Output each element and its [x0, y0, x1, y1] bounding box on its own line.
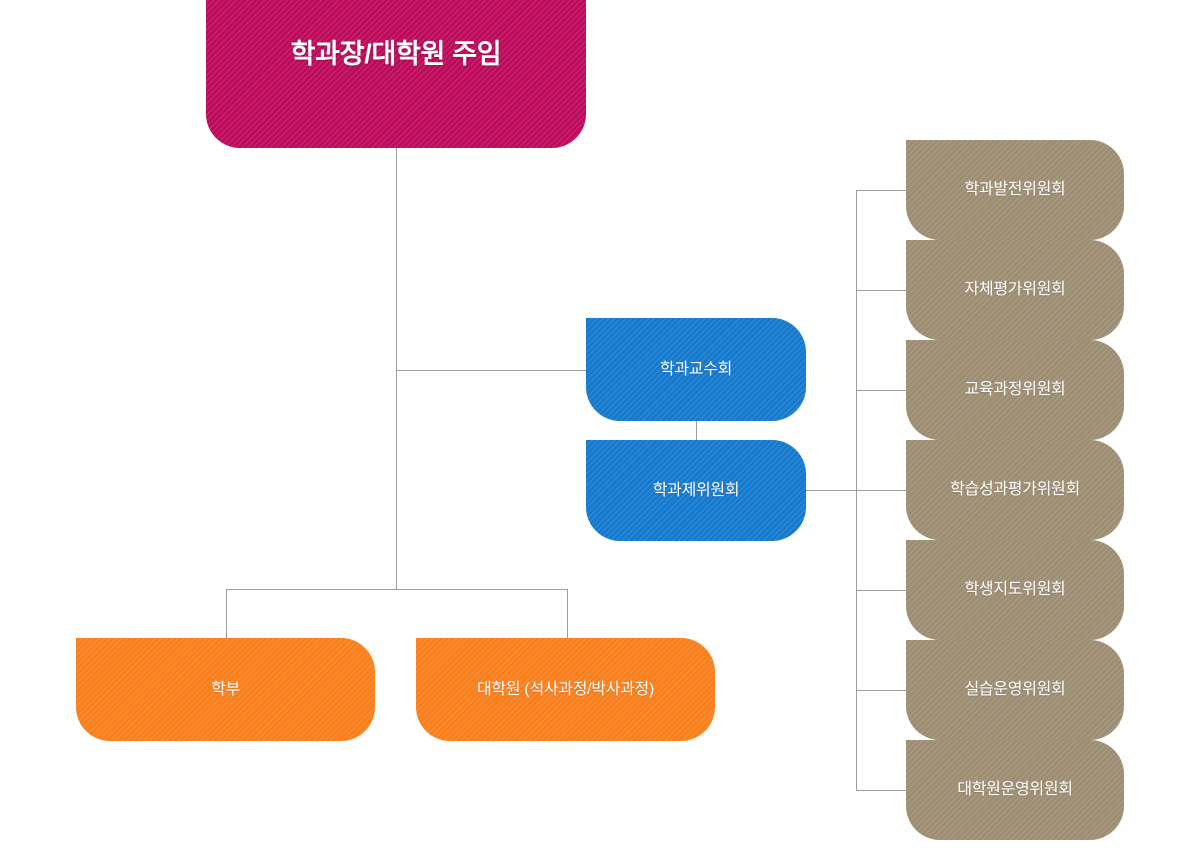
- connector-bottom-bar: [226, 589, 567, 590]
- node-committee-learning-outcomes[interactable]: 학습성과평가위원회: [906, 440, 1124, 540]
- node-undergraduate-label: 학부: [211, 680, 240, 698]
- node-department-head-label: 학과장/대학원 주임: [290, 39, 502, 70]
- node-committee-learning-outcomes-label: 학습성과평가위원회: [950, 481, 1080, 498]
- node-committee-practicum-label: 실습운영위원회: [964, 681, 1066, 698]
- connector-stub-committee-2: [856, 390, 906, 391]
- connector-to-graduate: [567, 589, 568, 638]
- node-committee-development[interactable]: 학과발전위원회: [906, 140, 1124, 240]
- connector-stub-committee-3: [856, 490, 906, 491]
- connector-stub-committee-0: [856, 190, 906, 191]
- connector-stub-committee-4: [856, 590, 906, 591]
- node-department-committees[interactable]: 학과제위원회: [586, 440, 806, 541]
- node-faculty-council[interactable]: 학과교수회: [586, 318, 806, 421]
- connector-stub-committee-6: [856, 790, 906, 791]
- connector-faculty-to-committee: [696, 421, 697, 440]
- connector-root-to-faculty: [396, 370, 586, 371]
- node-undergraduate[interactable]: 학부: [76, 638, 375, 741]
- node-committee-curriculum[interactable]: 교육과정위원회: [906, 340, 1124, 440]
- node-committee-practicum[interactable]: 실습운영위원회: [906, 640, 1124, 740]
- connector-stub-committee-1: [856, 290, 906, 291]
- node-committee-curriculum-label: 교육과정위원회: [964, 381, 1066, 398]
- connector-to-undergrad: [226, 589, 227, 638]
- node-department-committees-label: 학과제위원회: [652, 481, 740, 499]
- node-committee-development-label: 학과발전위원회: [964, 181, 1066, 198]
- node-committee-self-evaluation[interactable]: 자체평가위원회: [906, 240, 1124, 340]
- node-committee-graduate-operations-label: 대학원운영위원회: [957, 781, 1073, 798]
- node-graduate-school-label: 대학원 (석사과정/박사과정): [477, 680, 654, 698]
- node-committee-graduate-operations[interactable]: 대학원운영위원회: [906, 740, 1124, 840]
- connector-stub-committee-5: [856, 690, 906, 691]
- node-committee-student-guidance[interactable]: 학생지도위원회: [906, 540, 1124, 640]
- connector-root-trunk: [396, 148, 397, 589]
- node-committee-self-evaluation-label: 자체평가위원회: [964, 281, 1066, 298]
- node-committee-student-guidance-label: 학생지도위원회: [964, 581, 1066, 598]
- connector-committee-to-column: [806, 490, 856, 491]
- node-faculty-council-label: 학과교수회: [659, 360, 733, 378]
- node-graduate-school[interactable]: 대학원 (석사과정/박사과정): [416, 638, 715, 741]
- node-department-head[interactable]: 학과장/대학원 주임: [206, 0, 586, 148]
